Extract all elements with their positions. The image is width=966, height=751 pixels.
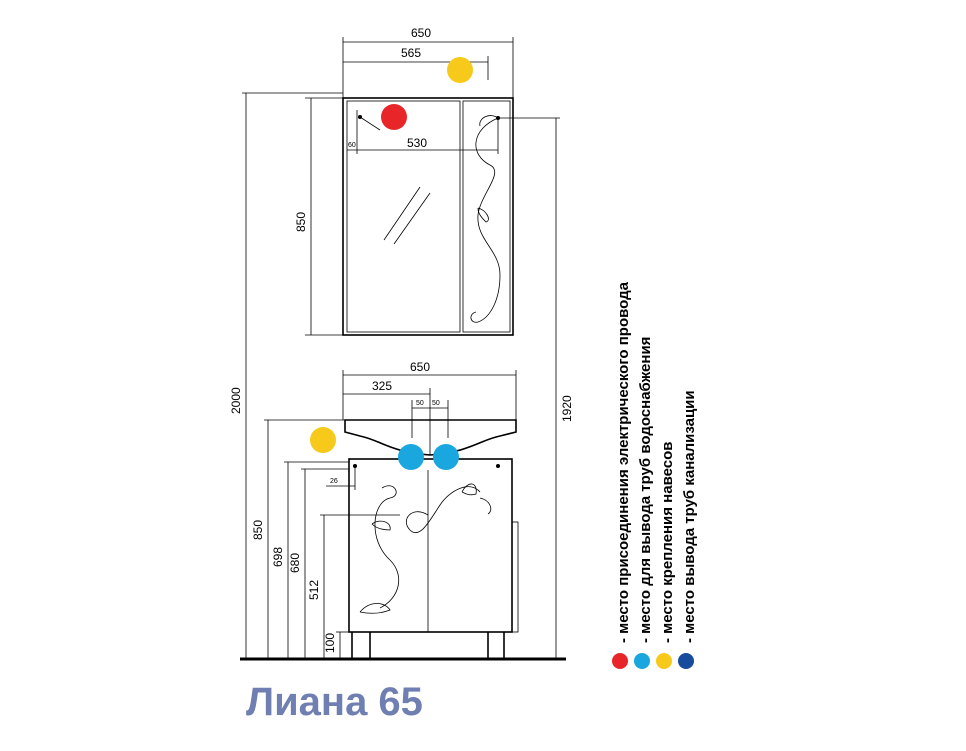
dim-cabinet-offset: 26 [330, 478, 338, 485]
door-leaf-1 [359, 603, 391, 614]
mirror-cabinet-frame [342, 97, 514, 336]
legend-electric-dot [612, 653, 628, 669]
cabinet-body [348, 458, 513, 633]
legend-water-text: - место для вывода труб водоснабжения [637, 337, 654, 643]
mirror-door [346, 100, 461, 333]
dim-mirror-door: 530 [407, 136, 427, 150]
electric-wire [359, 116, 381, 131]
door-vine-left [374, 485, 399, 609]
dim-100: 100 [323, 633, 337, 653]
mirror-cabinet [342, 97, 514, 336]
vine-leaf [477, 207, 489, 223]
legend-mount-text: - место крепления навесов [659, 442, 676, 643]
mirror-side-panel [462, 100, 511, 333]
dim-512: 512 [307, 580, 321, 600]
dim-hole-b: 50 [432, 400, 440, 407]
dim-mirror-height: 850 [294, 212, 308, 232]
water-point-right [433, 444, 459, 470]
cabinet-side [511, 521, 519, 633]
vanity-cabinet [344, 419, 519, 659]
dim-cabinet-height: 850 [251, 520, 265, 540]
sink-basin [344, 419, 517, 456]
product-title: Лиана 65 [246, 680, 423, 724]
legend-electric-text: - место присоединения электрического про… [615, 281, 632, 643]
drain-marker [496, 464, 500, 468]
legend-drain-text: - место вывода труб канализации [681, 390, 698, 643]
dim-top-height: 1920 [560, 395, 574, 422]
door-leaf-2 [371, 520, 391, 531]
door-curl [479, 497, 492, 515]
legend-drain-dot [678, 653, 694, 669]
dim-680: 680 [288, 553, 302, 573]
dim-cabinet-half: 325 [372, 379, 392, 393]
mirror-dimensions: 650 565 60 530 850 [294, 26, 560, 336]
dim-mirror-width: 650 [411, 26, 431, 40]
legend: - место присоединения электрического про… [612, 281, 698, 669]
mirror-glare-1 [383, 186, 421, 241]
mount-point-cabinet [310, 427, 336, 453]
mount-point-top [447, 57, 473, 83]
dim-hole-a: 50 [416, 400, 424, 407]
vine-curl [479, 115, 499, 127]
legend-water-dot [634, 653, 650, 669]
dim-mirror-inner: 565 [401, 46, 421, 60]
dim-total-height: 2000 [229, 387, 243, 414]
vine-ornament [470, 117, 501, 323]
door-vine-center [405, 486, 481, 533]
dim-698: 698 [271, 547, 285, 567]
mirror-glare-2 [393, 192, 431, 245]
vanity-dimensions: 650 325 50 50 26 850 698 680 512 100 200… [229, 92, 574, 659]
dim-cabinet-width: 650 [410, 360, 430, 374]
door-leaf-3 [461, 483, 477, 496]
water-point-left [398, 444, 424, 470]
legend-mount-dot [656, 653, 672, 669]
electric-point-marker [381, 104, 407, 130]
dim-mirror-offset: 60 [348, 142, 356, 149]
